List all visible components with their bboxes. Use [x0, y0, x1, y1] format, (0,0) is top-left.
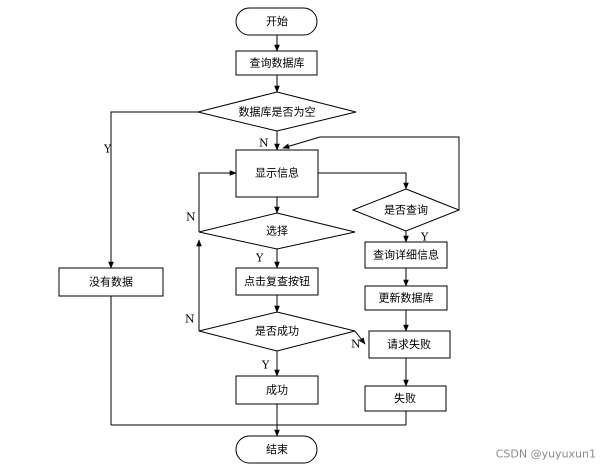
node-success-label: 成功 — [266, 384, 288, 397]
node-update-db: 更新数据库 — [364, 285, 448, 311]
node-start-label: 开始 — [266, 14, 288, 28]
node-query-detail: 查询详细信息 — [364, 241, 448, 269]
node-click-review: 点击复查按钮 — [235, 267, 319, 296]
arrow-empty-to-nodata — [108, 111, 198, 269]
label-db-empty-yes: Y — [103, 143, 112, 156]
node-end: 结束 — [235, 435, 318, 464]
arrow-success-no-right — [354, 330, 366, 345]
decision-select: 选择 — [198, 212, 356, 250]
decision-is-query: 是否查询 — [351, 188, 461, 232]
label-select-no: N — [186, 211, 196, 224]
label-select-yes: Y — [255, 252, 264, 265]
node-query-db: 查询数据库 — [235, 50, 318, 76]
decision-is-success-label: 是否成功 — [255, 325, 299, 338]
node-no-data: 没有数据 — [58, 267, 164, 297]
label-success-yes: Y — [261, 359, 270, 372]
decision-db-empty-label: 数据库是否为空 — [239, 105, 316, 119]
node-show-info-label: 显示信息 — [255, 166, 299, 180]
node-success: 成功 — [235, 375, 319, 405]
label-query-yes: Y — [420, 231, 429, 244]
node-fail-label: 失败 — [394, 391, 416, 405]
watermark: CSDN @yuyuxun1 — [496, 448, 596, 461]
arrow-isquery-loop-back — [282, 136, 460, 210]
label-success-no: N — [185, 313, 195, 326]
node-request-fail-label: 请求失败 — [387, 337, 431, 351]
connectors — [108, 35, 460, 437]
node-end-label: 结束 — [266, 443, 288, 456]
node-start: 开始 — [235, 7, 318, 36]
node-no-data-label: 没有数据 — [89, 275, 133, 289]
node-request-fail: 请求失败 — [368, 330, 451, 359]
node-update-db-label: 更新数据库 — [379, 291, 434, 305]
decision-is-success: 是否成功 — [198, 311, 356, 352]
decision-db-empty: 数据库是否为空 — [197, 91, 357, 132]
node-fail: 失败 — [364, 385, 447, 412]
node-query-detail-label: 查询详细信息 — [373, 248, 439, 262]
node-show-info: 显示信息 — [235, 149, 319, 198]
decision-is-query-label: 是否查询 — [384, 203, 428, 217]
node-click-review-label: 点击复查按钮 — [244, 274, 310, 288]
arrow-show-to-isquery — [318, 172, 409, 190]
node-query-db-label: 查询数据库 — [250, 56, 305, 70]
arrow-select-no-loop — [198, 170, 237, 232]
label-success-no-right: N — [351, 338, 361, 351]
decision-select-label: 选择 — [266, 224, 288, 238]
label-db-empty-no: N — [259, 137, 269, 150]
